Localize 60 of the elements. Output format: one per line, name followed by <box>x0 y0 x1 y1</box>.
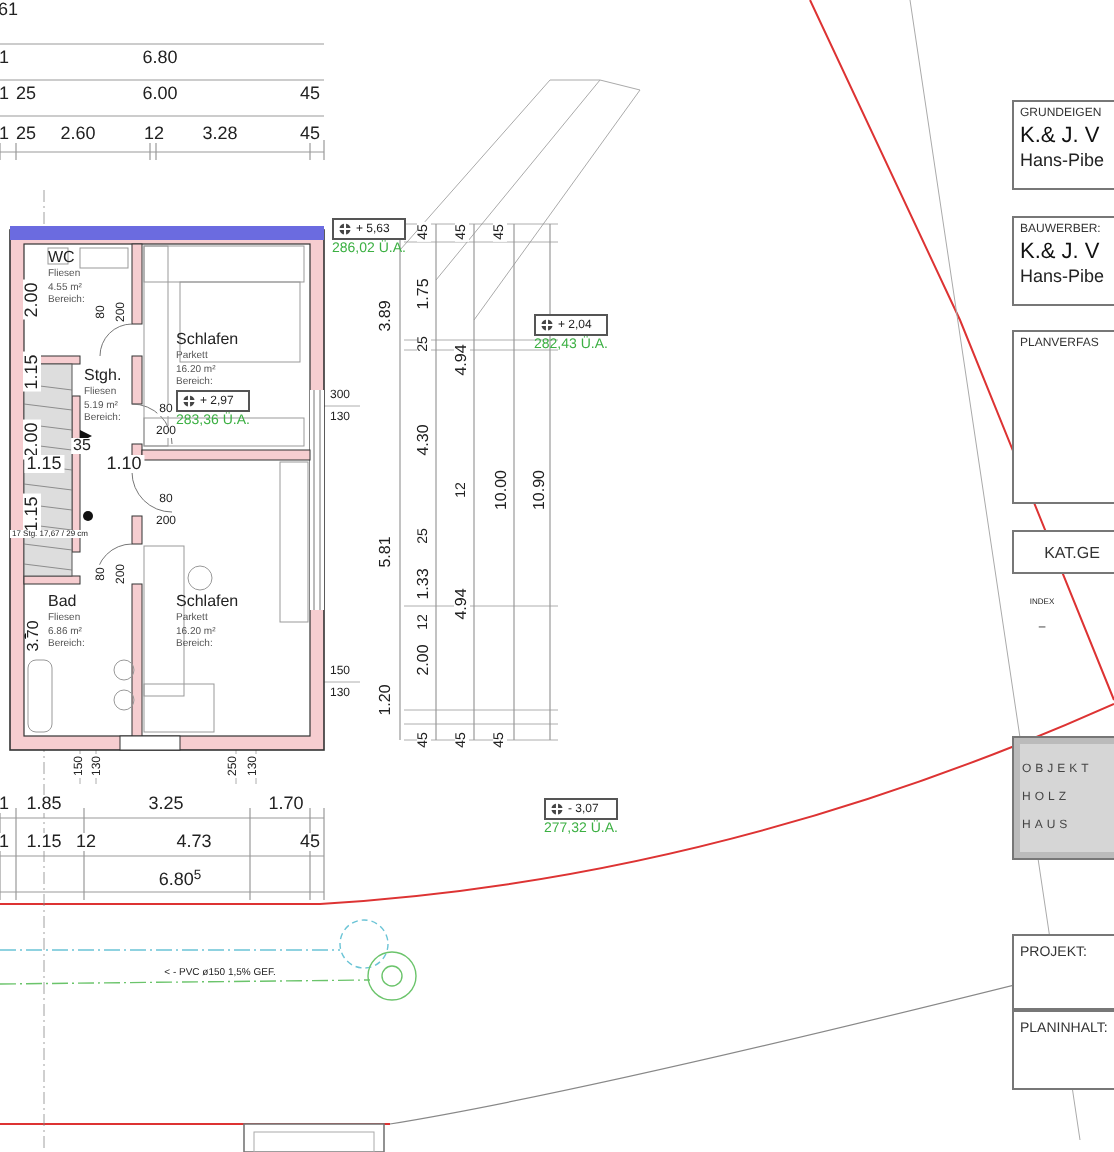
title-block-field <box>1012 330 1114 504</box>
dimension-label: 45 <box>298 85 322 103</box>
dimension-label: 3.89 <box>378 298 394 334</box>
elevation-tag <box>332 218 406 240</box>
room-name: Schlafen <box>176 330 241 350</box>
elevation-tag <box>176 390 250 412</box>
dimension-label: 1 <box>0 125 11 143</box>
title-block-field <box>1012 216 1114 306</box>
dimension-label: 12 <box>74 833 98 851</box>
dimension-label: 45 <box>298 833 322 851</box>
room-name: Schlafen <box>176 592 241 612</box>
dimension-label: 3.25 <box>146 795 186 813</box>
elevation-tag <box>544 798 618 820</box>
room-name: WC <box>48 248 77 268</box>
project-panel <box>1012 736 1114 860</box>
dimension-label: 1 <box>0 49 11 67</box>
dimension-label: 1 <box>0 85 11 103</box>
dimension-label: 1.20 <box>378 682 394 718</box>
dimension-label: 1.15 <box>23 352 41 392</box>
dimension-label: 25 <box>14 85 38 103</box>
dimension-label: 10.90 <box>532 467 548 513</box>
dimension-label: 10.00 <box>494 467 510 513</box>
room-name: Stgh. <box>84 366 124 386</box>
dimension-label: 45 <box>298 125 322 143</box>
dimension-label: 6.80$^{5}$ <box>156 871 204 889</box>
dimension-label: 35 <box>71 438 93 454</box>
dimension-label: 1 <box>0 795 11 813</box>
dimension-label: 2.00 <box>416 642 432 678</box>
title-block-field <box>1012 100 1114 190</box>
owner-name: K.& J. V <box>1020 123 1102 151</box>
room-name: Bad <box>48 592 79 612</box>
dimension-label: 6.00 <box>140 85 180 103</box>
dimension-label: 3.28 <box>200 125 240 143</box>
dimension-label: 1.33 <box>416 566 432 602</box>
dimension-label: 1.75 <box>416 276 432 312</box>
dimension-label: 1.15 <box>24 455 64 473</box>
dimension-label: 25 <box>14 125 38 143</box>
dimension-label: 1.15 <box>24 833 64 851</box>
dimension-label: 5.81 <box>378 534 394 570</box>
dimension-label: 2.00 <box>23 280 41 320</box>
dimension-label: 2.60 <box>58 125 98 143</box>
dimension-label: 1.10 <box>104 455 144 473</box>
dimension-label: 4.94 <box>454 586 470 622</box>
address-text: Hans-Pibe <box>1020 150 1107 173</box>
dimension-label: 6.80 <box>140 49 180 67</box>
owner-name: K.& J. V <box>1020 239 1102 267</box>
title-block-field <box>1012 530 1114 574</box>
dimension-label: 3.70 <box>26 618 42 654</box>
dimension-label: 1.85 <box>24 795 64 813</box>
dimension-label: 12 <box>142 125 166 143</box>
title-block-field <box>1012 1010 1114 1090</box>
title-block-field <box>1012 934 1114 1010</box>
dimension-label: 4.94 <box>454 342 470 378</box>
dimension-label: 1 <box>0 833 11 851</box>
dimension-label: 1.70 <box>266 795 306 813</box>
dimension-label: 4.30 <box>416 422 432 458</box>
dimension-label: 4.73 <box>174 833 214 851</box>
address-text: Hans-Pibe <box>1020 266 1107 289</box>
elevation-tag <box>534 314 608 336</box>
field-heading: KAT.GE <box>1042 544 1102 564</box>
